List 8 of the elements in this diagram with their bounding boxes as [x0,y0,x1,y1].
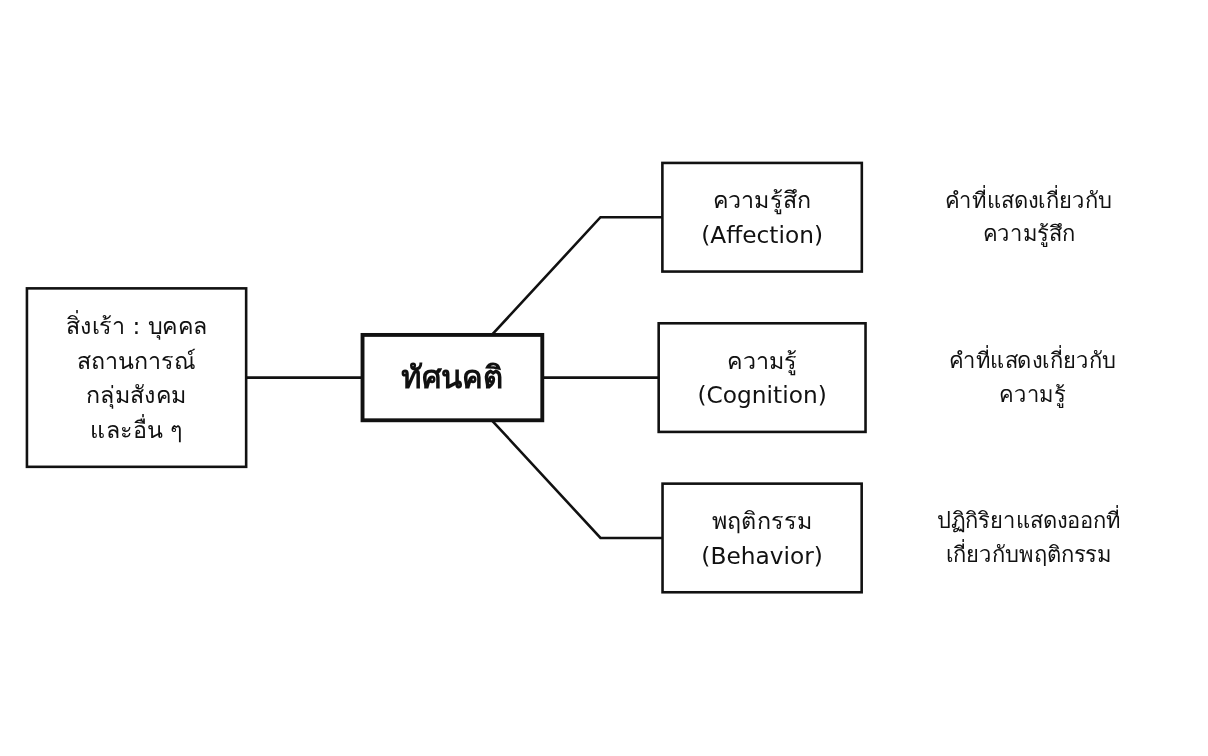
node-box: สิ่งเร้า : บุคคล สถานการณ์ กลุ่มสังคม และอื่น ๆ [25,287,248,469]
node-box: พฤติกรรม (Behavior) [661,482,863,594]
node-label: คำที่แสดงเกี่ยวกับความรู้สึก [945,187,1113,247]
node-label: ปฏิกิริยาแสดงออกที่เกี่ยวกับพฤติกรรม [936,507,1121,567]
node-box: ความรู้สึก (Affection) [661,162,864,274]
node-box: ทัศนคติ [360,333,545,423]
node-box: ความรู้ (Cognition) [657,322,867,434]
node-label: คำที่แสดงเกี่ยวกับความรู้ [948,347,1116,407]
